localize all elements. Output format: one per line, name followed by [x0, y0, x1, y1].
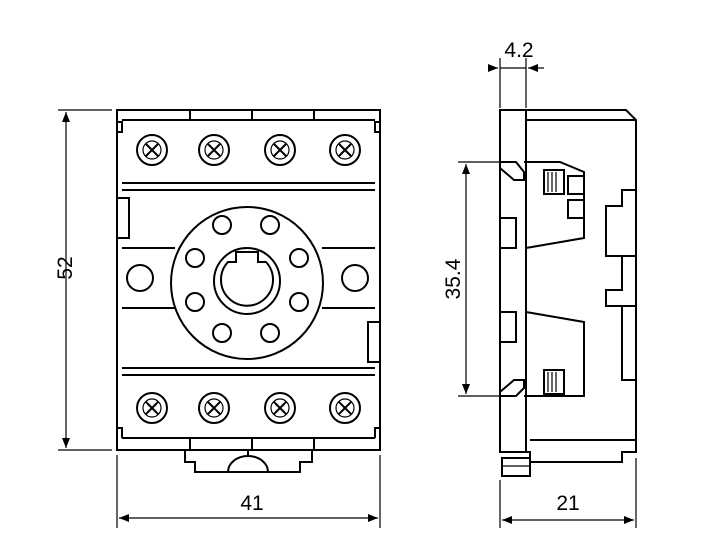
dim-height-label: 52 — [54, 256, 77, 279]
dim-depth-label: 21 — [556, 492, 579, 515]
dim-flange-label: 4.2 — [504, 39, 533, 62]
side-view: 35.4 4.2 21 — [442, 39, 637, 528]
dim-width-label: 41 — [240, 492, 263, 515]
front-view: 52 41 — [54, 109, 381, 528]
dim-rail-label: 35.4 — [442, 258, 465, 299]
screw-terminal-top — [136, 134, 361, 166]
screw-terminal-bottom — [136, 392, 361, 424]
